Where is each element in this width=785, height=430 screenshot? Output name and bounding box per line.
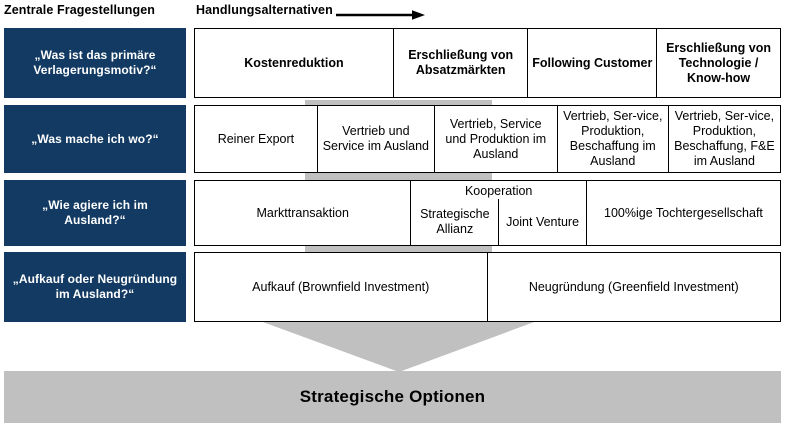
- question-box-aufkauf-oder-neugruendung[interactable]: „Aufkauf oder Neugründung im Ausland?“: [4, 252, 186, 322]
- header-label-zentrale-fragestellungen: Zentrale Fragestellungen: [4, 3, 156, 17]
- table-cell[interactable]: Erschließung von Technologie / Know-how: [666, 40, 771, 85]
- table-cell[interactable]: Vertrieb und Service im Ausland: [318, 106, 435, 172]
- question-label: „Wie agiere ich im Ausland?“: [42, 198, 148, 227]
- question-box-verlagerungsmotiv[interactable]: „Was ist das primäre Verlagerungsmotiv?“: [4, 28, 186, 98]
- table-cell[interactable]: Neugründung (Greenfield Investment): [528, 279, 739, 294]
- table-cell-kooperation: Kooperation Strategische Allianz Joint V…: [411, 181, 587, 245]
- table-cell[interactable]: Reiner Export: [195, 106, 318, 172]
- question-label: „Aufkauf oder Neugründung im Ausland?“: [12, 272, 178, 301]
- table-cell[interactable]: Vertrieb, Ser-vice, Produktion, Beschaff…: [558, 106, 669, 172]
- table-cell[interactable]: Joint Venture: [506, 214, 580, 229]
- table-cell[interactable]: Aufkauf (Brownfield Investment): [195, 253, 488, 321]
- table-row-entry: Aufkauf (Brownfield Investment) Neugründ…: [194, 252, 781, 322]
- table-cell[interactable]: Strategische Allianz: [411, 199, 500, 245]
- table-cell[interactable]: Vertrieb, Service und Produktion im Ausl…: [435, 106, 558, 172]
- question-label: „Was mache ich wo?“: [31, 131, 159, 146]
- table-cell[interactable]: Markttransaktion: [195, 181, 412, 245]
- table-row-activity: Reiner Export Vertrieb und Service im Au…: [194, 105, 781, 173]
- table-cell[interactable]: Erschließung von Absatzmärkten: [394, 29, 529, 97]
- arrow-right-icon: [336, 10, 425, 20]
- question-box-was-mache-ich-wo[interactable]: „Was mache ich wo?“: [4, 105, 186, 173]
- question-label: „Was ist das primäre Verlagerungsmotiv?“: [33, 48, 157, 77]
- table-cell[interactable]: Kostenreduktion: [195, 29, 394, 97]
- table-row-mode: Markttransaktion Kooperation Strategisch…: [194, 180, 781, 246]
- kooperation-subcells: Strategische Allianz Joint Venture: [411, 199, 586, 245]
- table-cell[interactable]: Following Customer: [528, 29, 658, 97]
- result-banner-label: Strategische Optionen: [299, 387, 486, 406]
- header-label-handlungsalternativen: Handlungsalternativen: [196, 3, 333, 17]
- table-cell[interactable]: 100%ige Tochtergesellschaft: [604, 205, 763, 220]
- kooperation-title: Kooperation: [464, 184, 533, 198]
- table-row-motive: Kostenreduktion Erschließung von Absatzm…: [194, 28, 781, 98]
- question-box-wie-agiere-ich-im-ausland[interactable]: „Wie agiere ich im Ausland?“: [4, 180, 186, 246]
- result-banner: Strategische Optionen: [4, 371, 781, 423]
- table-cell[interactable]: Vertrieb, Ser-vice, Produktion, Beschaff…: [674, 109, 775, 168]
